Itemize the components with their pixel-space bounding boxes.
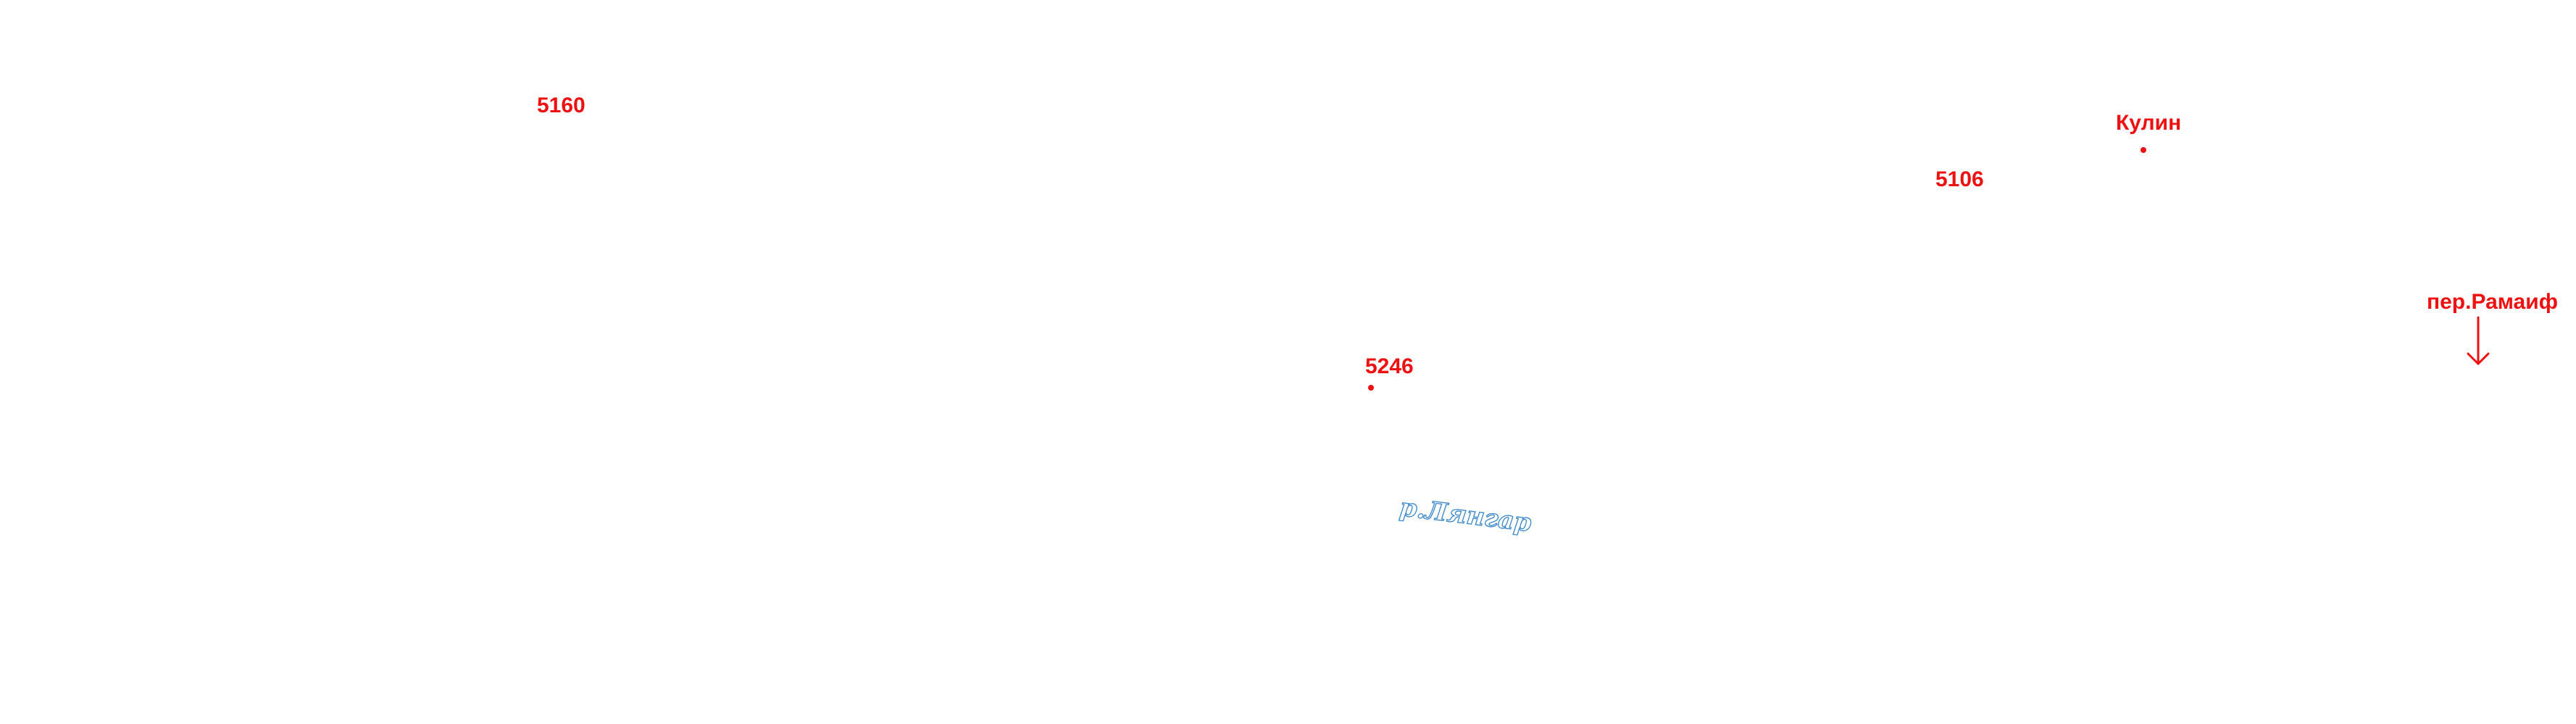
peak-label-5160: 5160 — [537, 93, 585, 117]
pass-label-ramaif: пер.Рамаиф — [2427, 290, 2558, 314]
peak-label-5246: 5246 — [1365, 354, 1414, 378]
peak-marker-5246 — [1368, 385, 1374, 391]
arrow-down-icon — [2467, 316, 2490, 365]
river-label-lyangar: р.Лянгар — [1398, 492, 1533, 538]
settlement-marker-kulin — [2141, 147, 2146, 153]
settlement-label-kulin: Кулин — [2116, 111, 2182, 135]
peak-label-5106: 5106 — [1935, 167, 1984, 191]
